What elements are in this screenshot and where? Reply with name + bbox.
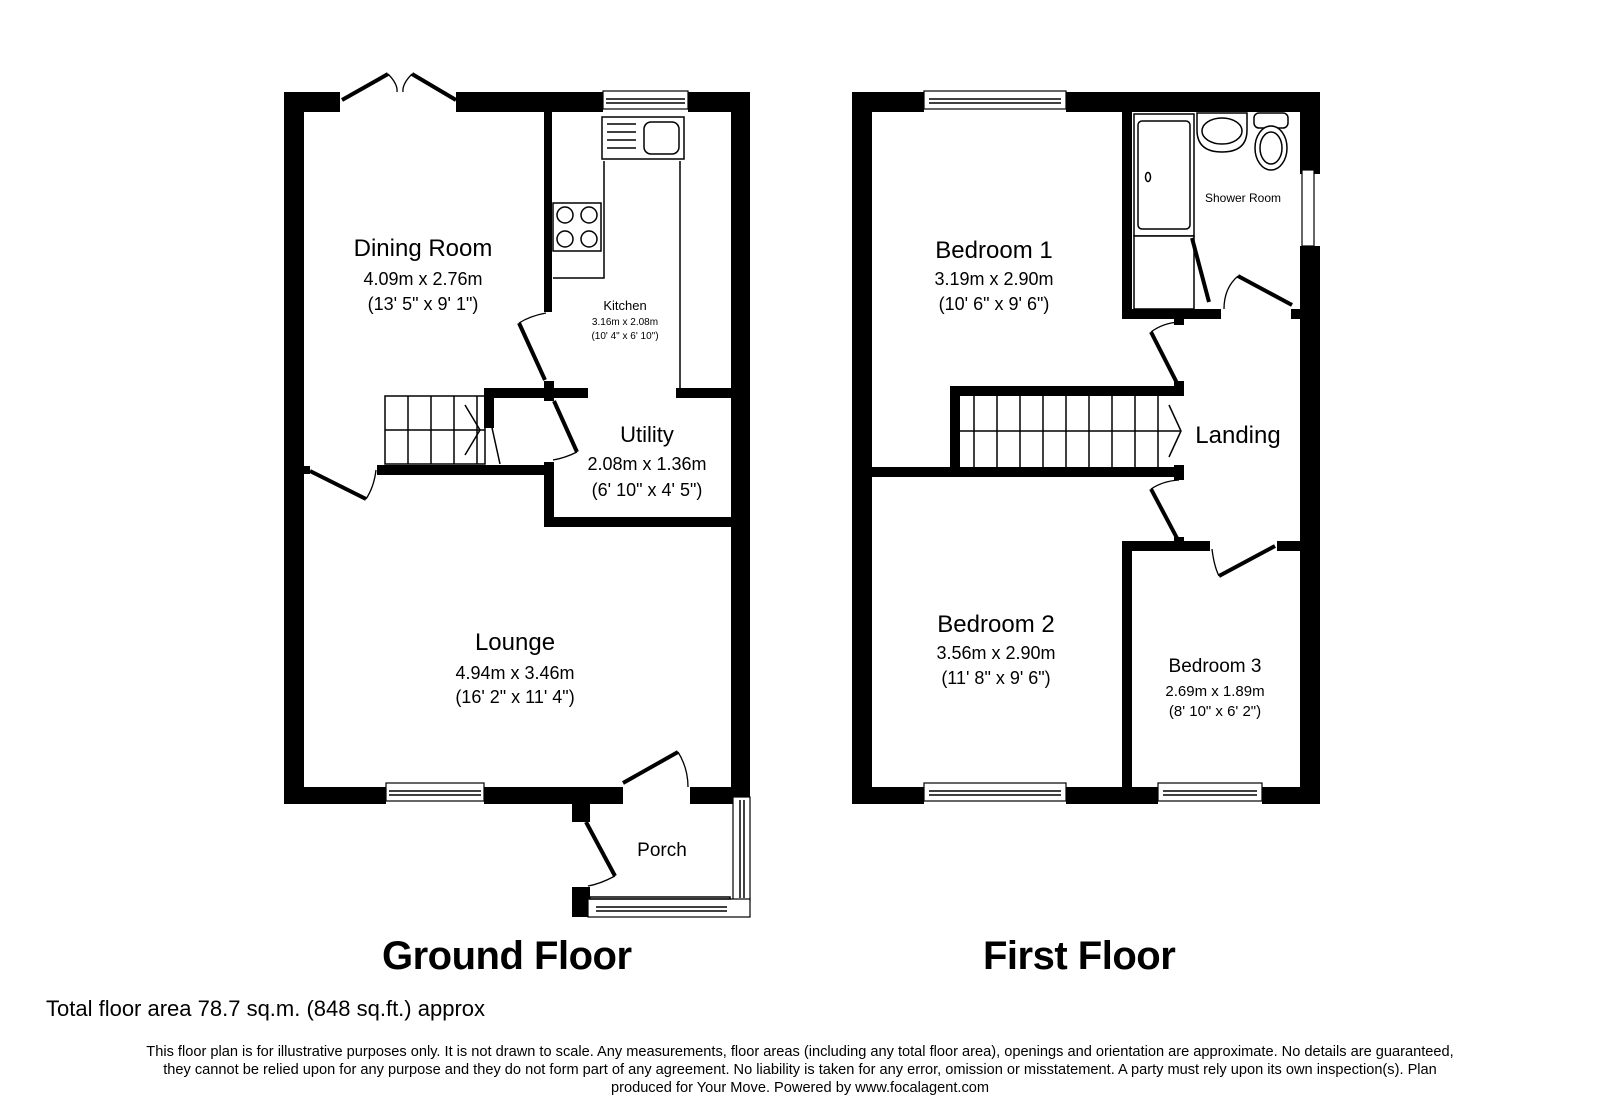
wall (1174, 537, 1184, 543)
wall (1174, 317, 1184, 325)
wall (1291, 309, 1301, 319)
wall (1262, 787, 1320, 804)
room-metric: 3.16m x 2.08m (592, 317, 658, 328)
room-name: Lounge (475, 629, 555, 656)
door (1237, 274, 1293, 307)
door (1149, 331, 1180, 386)
room-name: Bedroom 3 (1169, 656, 1262, 677)
bedroom-1-window (923, 90, 1067, 110)
wall (284, 92, 304, 804)
wall (676, 388, 731, 398)
bedroom-2-window (923, 782, 1067, 802)
room-name: Landing (1195, 422, 1280, 449)
room-metric: 3.56m x 2.90m (936, 643, 1055, 663)
room-imperial: (8' 10" x 6' 2") (1169, 703, 1261, 720)
porch-windows (587, 796, 751, 918)
wall (544, 112, 552, 312)
wall (484, 388, 494, 428)
wall (456, 92, 603, 112)
first-floor-title: First Floor (983, 934, 1176, 978)
disclaimer-line: they cannot be relied upon for any purpo… (163, 1062, 1437, 1078)
disclaimer-line: produced for Your Move. Powered by www.f… (610, 1080, 990, 1096)
wall (1300, 246, 1320, 804)
wall (484, 787, 623, 804)
wall (731, 92, 750, 804)
wall (1122, 541, 1210, 551)
disclaimer-line: This floor plan is for illustrative purp… (146, 1044, 1454, 1060)
wall (484, 388, 588, 398)
bedroom-3-window (1157, 782, 1263, 802)
wall (544, 517, 731, 527)
room-name: Kitchen (603, 298, 646, 313)
room-name: Utility (620, 422, 674, 447)
room-name: Dining Room (354, 235, 493, 262)
wall (1300, 92, 1320, 174)
wall (1066, 787, 1158, 804)
staircase (960, 396, 1182, 467)
door (622, 750, 679, 785)
wall (544, 462, 554, 526)
sink-icon (601, 116, 685, 160)
ground-floor-plan: Dining Room 4.09m x 2.76m (13' 5" x 9' 1… (284, 72, 751, 918)
room-imperial: (6' 10" x 4' 5") (592, 480, 703, 500)
wall (377, 465, 544, 475)
room-metric: 2.69m x 1.89m (1165, 683, 1264, 700)
wall (1122, 541, 1132, 787)
wall (284, 92, 340, 112)
door (584, 821, 617, 877)
wall (852, 787, 924, 804)
wall (950, 386, 960, 468)
wall (852, 467, 1182, 477)
wall (1122, 309, 1221, 319)
room-name: Shower Room (1205, 191, 1281, 205)
wall (1174, 465, 1184, 480)
wall (1277, 541, 1301, 551)
wall (1066, 92, 1320, 112)
room-imperial: (13' 5" x 9' 1") (368, 294, 479, 314)
room-name: Bedroom 2 (937, 611, 1054, 638)
wall (1122, 112, 1132, 317)
wall (544, 381, 554, 401)
door (552, 400, 579, 453)
french-doors (341, 72, 458, 102)
wall (572, 887, 590, 917)
total-floor-area: Total floor area 78.7 sq.m. (848 sq.ft.)… (46, 996, 486, 1021)
kitchen-window (602, 90, 689, 110)
room-name: Bedroom 1 (935, 237, 1052, 264)
room-metric: 4.09m x 2.76m (363, 269, 482, 289)
wall (950, 386, 1180, 396)
door (1218, 544, 1276, 578)
door (517, 322, 547, 381)
lounge-window (385, 782, 485, 802)
basin-icon (1196, 112, 1248, 153)
wall (572, 804, 590, 822)
shower-room-window (1301, 169, 1315, 247)
toilet-icon (1253, 112, 1289, 171)
door (309, 469, 367, 501)
shower-tray-icon (1133, 113, 1195, 310)
worktop (553, 161, 605, 279)
wall (304, 466, 310, 474)
room-metric: 2.08m x 1.36m (587, 454, 706, 474)
room-imperial: (16' 2" x 11' 4") (455, 687, 574, 707)
wall (1174, 381, 1184, 396)
staircase (384, 395, 501, 465)
disclaimer: This floor plan is for illustrative purp… (30, 1043, 1570, 1097)
hob-icon (552, 202, 602, 252)
wall (852, 92, 872, 804)
room-imperial: (11' 8" x 9' 6") (941, 668, 1050, 688)
wall (284, 787, 386, 804)
room-metric: 4.94m x 3.46m (455, 663, 574, 683)
room-name: Porch (637, 840, 687, 861)
shower-screen (1190, 237, 1211, 303)
room-metric: 3.19m x 2.90m (934, 269, 1053, 289)
ground-floor-title: Ground Floor (382, 934, 632, 978)
wall (852, 92, 924, 112)
room-imperial: (10' 4" x 6' 10") (591, 331, 658, 342)
door (1149, 488, 1180, 541)
first-floor-plan: Bedroom 1 3.19m x 2.90m (10' 6" x 9' 6")… (852, 90, 1320, 804)
room-imperial: (10' 6" x 9' 6") (939, 294, 1050, 314)
